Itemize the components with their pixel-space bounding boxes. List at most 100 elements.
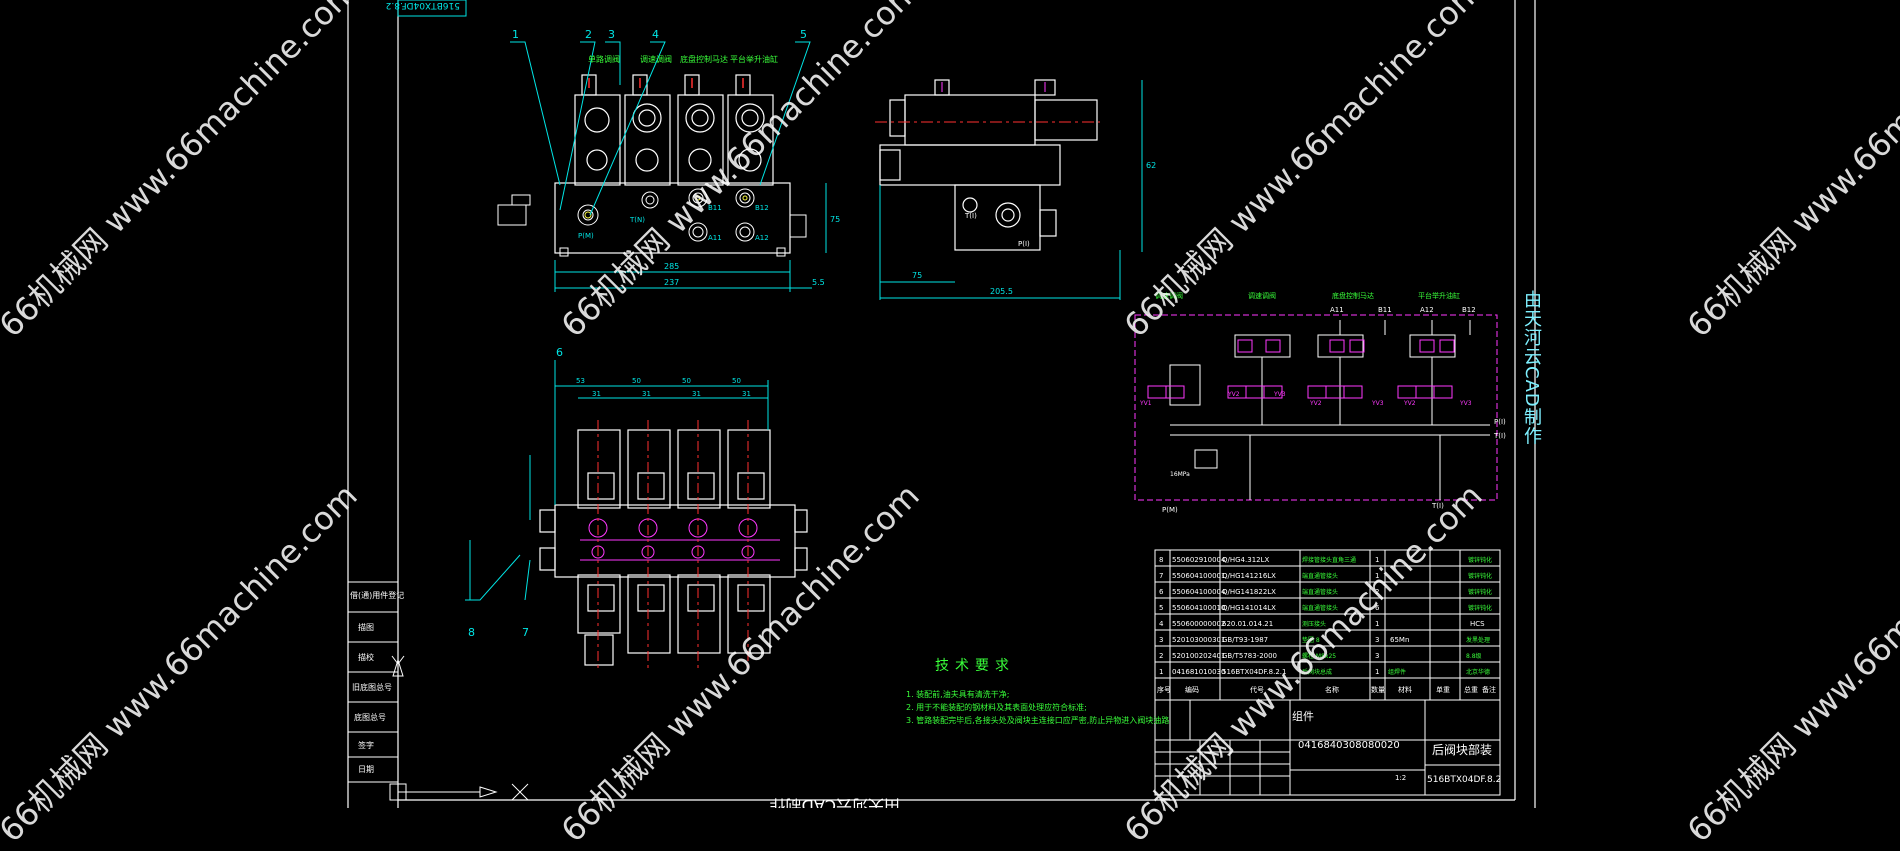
cell-name: 端直通管接头 (1302, 572, 1338, 580)
cell-note: 镀锌钝化 (1468, 556, 1492, 564)
front-dimension-text: 285 237 5.5 75 (664, 215, 840, 287)
dim-text: 205.5 (990, 287, 1013, 296)
drawing-name: 后阀块部装 (1432, 742, 1492, 757)
cell-name: 测压接头 (1302, 620, 1326, 628)
left-side-strip-labels: 借(通)用件登记 描图 描校 旧底图总号 底图总号 签字 日期 (350, 590, 404, 774)
port-label: P(I) (1018, 240, 1030, 248)
title-block-border (1154, 699, 1501, 796)
top-stamp: 516BTX04DF.8.2 (386, 0, 467, 17)
port-label: B12 (1462, 306, 1476, 314)
strip-label: 底图总号 (354, 712, 386, 722)
dim-text: 50 (632, 377, 641, 385)
relief-pressure: 16MPa (1170, 471, 1190, 478)
cell-std: GB/T93-1987 (1222, 636, 1268, 644)
strip-label: 签字 (358, 740, 374, 750)
top-stamp-text: 516BTX04DF.8.2 (386, 0, 460, 10)
valve-tag: YV2 (1309, 400, 1322, 407)
front-section-labels: 单路调阀 调速调阀 底盘控制马达 平台举升油缸 (588, 54, 778, 64)
left-side-strip (347, 581, 399, 783)
parts-row: 5 550604100010 Q/HG141014LX 端直通管接头 6 镀锌钝… (1159, 604, 1492, 612)
side-magenta-markers (941, 82, 1046, 92)
port-label: B12 (755, 204, 769, 212)
top-callouts: 6 7 8 (468, 346, 563, 639)
parts-table-rows: 8 550602910004 Q/HG4.312LX 焊接管接头直角三通 1 镀… (1157, 556, 1496, 694)
port-label: P(M) (578, 232, 594, 240)
dim-text: 62 (1146, 161, 1156, 170)
front-solenoid-plugs (588, 78, 744, 88)
cad-drawing-canvas: 516BTX04DF.8.2 借(通)用件登记 描图 描校 旧底图总号 底图总号… (347, 0, 1536, 808)
tech-line: 3. 管路装配完毕后,各接头处及阀块主连接口应严密,防止异物进入阀块油路 (906, 715, 1169, 725)
title-block: 组件 0416840308080020 后阀块部装 516BTX04DF.8.2… (1154, 699, 1501, 796)
cell-std: Q/HG141822LX (1222, 588, 1276, 596)
cell-code: 550604100001 (1172, 572, 1225, 580)
part-code: 0416840308080020 (1298, 740, 1400, 751)
valve-tag: YV3 (1371, 400, 1384, 407)
valve-tag: YV3 (1459, 400, 1472, 407)
cell-code: 041681010030 (1172, 668, 1225, 676)
callout-3: 3 (608, 28, 615, 41)
front-solenoids (574, 74, 774, 186)
cell-no: 6 (1159, 588, 1164, 596)
cell-code: 550604100010 (1172, 604, 1225, 612)
header-cell: 材料 (1398, 685, 1412, 694)
port-label: P(M) (1162, 506, 1178, 514)
callout-8: 8 (468, 626, 475, 639)
strip-label: 旧底图总号 (352, 682, 392, 692)
cell-name: 螺栓 M8x25 (1302, 652, 1336, 660)
section-label: 调速调阀 (1248, 291, 1276, 300)
port-label: T(I) (964, 212, 977, 220)
schematic-valves (1147, 339, 1455, 399)
cell-qty: 6 (1375, 604, 1380, 612)
cell-note: HCS (1470, 620, 1485, 628)
dim-text: 31 (642, 390, 651, 398)
parts-row: 1 041681010030 516BTX04DF.8.2.1 后阀块总成 1 … (1159, 668, 1490, 676)
schematic-section-labels: 调速调阀 调速调阀 底盘控制马达 平台举升油缸 (1155, 291, 1460, 300)
top-view: 53 50 50 50 31 31 31 31 6 7 8 (465, 346, 808, 670)
cell-code: 520103000301 (1172, 636, 1225, 644)
cell-no: 2 (1159, 652, 1163, 660)
bottom-title: 由天河云CAD制作 (770, 796, 900, 808)
parts-row: 4 550600000002 620.01.014.21 测压接头 1 HCS (1159, 620, 1485, 628)
cell-no: 8 (1159, 556, 1163, 564)
tech-heading: 技术要求 (935, 658, 1015, 674)
tech-requirements: 技术要求 1. 装配前,油夫具有清洗干净; 2. 用于不能装配的钢材料及其表面处… (906, 658, 1169, 725)
callout-4: 4 (652, 28, 659, 41)
dim-text: 31 (742, 390, 751, 398)
top-internal-passages (580, 518, 780, 561)
parts-table-header: 序号 编码 代号 名称 数量 材料 单重 总重 备注 (1157, 685, 1496, 694)
tech-line: 2. 用于不能装配的钢材料及其表面处理应符合标准; (906, 702, 1087, 712)
parts-row: 6 550604100004 Q/HG141822LX 端直通管接头 2 镀锌钝… (1159, 588, 1492, 596)
cell-qty: 1 (1375, 572, 1379, 580)
front-leaders (510, 41, 811, 216)
cell-std: 516BTX04DF.8.2.1 (1222, 668, 1286, 676)
cell-qty: 1 (1375, 668, 1379, 676)
header-cell: 编码 (1185, 685, 1199, 694)
cell-std: 620.01.014.21 (1222, 620, 1273, 628)
parts-table: 8 550602910004 Q/HG4.312LX 焊接管接头直角三通 1 镀… (1154, 549, 1501, 701)
port-label: B11 (1378, 306, 1392, 314)
cell-name: 垫圈 8 (1302, 636, 1320, 644)
top-leaders (465, 360, 556, 601)
valve-tag: YV1 (1139, 400, 1152, 407)
section-label: 底盘控制马达 (680, 54, 728, 64)
schematic-valve-tags: YV1 YV2 YV3 YV2 YV3 YV2 YV3 (1139, 391, 1472, 407)
top-dimension-lines (469, 380, 769, 600)
front-yellow-fittings (584, 195, 748, 219)
cell-qty: 3 (1375, 652, 1379, 660)
port-label: A11 (708, 234, 722, 242)
cell-material: 组焊件 (1388, 668, 1406, 676)
section-label: 底盘控制马达 (1332, 291, 1374, 300)
front-view: 1 2 3 4 5 单路调阀 调速调阀 底盘控制马达 平台举升油缸 P(M) T… (497, 28, 840, 292)
callout-6: 6 (556, 346, 563, 359)
front-dimension-lines (554, 183, 827, 292)
section-label: 调速调阀 (1155, 291, 1183, 300)
cell-name: 端直通管接头 (1302, 604, 1338, 612)
drawing-number: 516BTX04DF.8.2 (1427, 775, 1501, 785)
strip-label: 描图 (358, 622, 374, 632)
strip-label: 日期 (358, 765, 374, 774)
cell-note: 8.8级 (1466, 652, 1482, 660)
cell-name: 焊接管接头直角三通 (1302, 556, 1356, 564)
cell-code: 550600000002 (1172, 620, 1225, 628)
side-dimension-text: 75 205.5 62 (912, 161, 1156, 296)
cell-name: 端直通管接头 (1302, 588, 1338, 596)
